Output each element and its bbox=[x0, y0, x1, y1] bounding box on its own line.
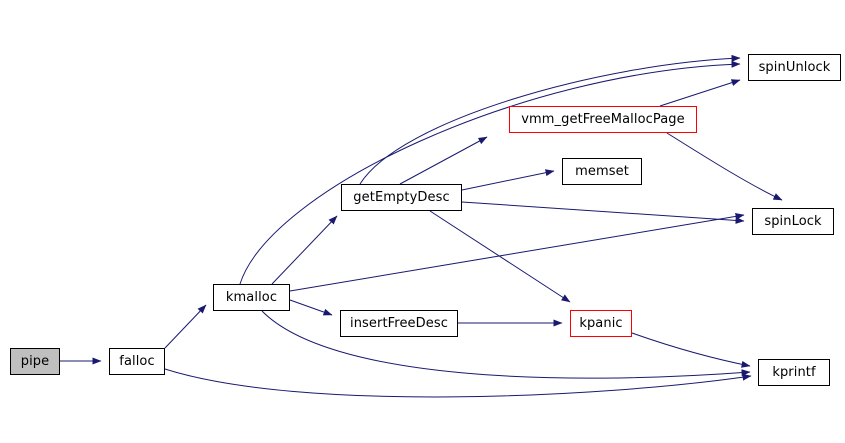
node-label-insertFreeDesc: insertFreeDesc bbox=[350, 316, 448, 331]
node-insertFreeDesc[interactable]: insertFreeDesc bbox=[340, 310, 458, 337]
call-edge-kmalloc-to-insertFreeDesc bbox=[289, 299, 333, 316]
node-label-kprintf: kprintf bbox=[772, 365, 816, 380]
node-label-memset: memset bbox=[575, 164, 629, 179]
call-edge-kpanic-to-kprintf bbox=[631, 332, 751, 368]
node-label-pipe: pipe bbox=[20, 354, 50, 369]
node-label-spinLock: spinLock bbox=[764, 214, 822, 229]
call-edge-kmalloc-to-kprintf bbox=[261, 310, 751, 379]
node-label-kmalloc: kmalloc bbox=[225, 290, 278, 305]
node-label-kpanic: kpanic bbox=[579, 316, 623, 331]
node-spinUnlock[interactable]: spinUnlock bbox=[748, 54, 841, 81]
call-edge-kmalloc-to-spinUnlock bbox=[239, 60, 741, 285]
call-edge-getEmptyDesc-to-spinUnlock bbox=[359, 54, 741, 185]
node-label-falloc: falloc bbox=[119, 354, 155, 369]
node-spinLock[interactable]: spinLock bbox=[752, 208, 834, 235]
call-edge-getEmptyDesc-to-kpanic bbox=[429, 210, 571, 303]
node-kmalloc[interactable]: kmalloc bbox=[213, 284, 290, 311]
node-kprintf[interactable]: kprintf bbox=[758, 359, 830, 386]
call-edge-falloc-to-kprintf bbox=[164, 368, 752, 398]
node-label-getEmptyDesc: getEmptyDesc bbox=[353, 190, 450, 205]
call-edge-vmm_getFreeMallocPage-to-spinLock bbox=[666, 132, 783, 201]
node-label-vmm_getFreeMallocPage: vmm_getFreeMallocPage bbox=[521, 112, 685, 127]
node-vmm_getFreeMallocPage[interactable]: vmm_getFreeMallocPage bbox=[509, 106, 697, 133]
node-pipe[interactable]: pipe bbox=[10, 348, 60, 375]
node-getEmptyDesc[interactable]: getEmptyDesc bbox=[341, 184, 462, 211]
call-edge-kmalloc-to-getEmptyDesc bbox=[271, 215, 338, 285]
call-edge-getEmptyDesc-to-vmm_getFreeMallocPage bbox=[399, 136, 488, 185]
call-edge-getEmptyDesc-to-spinLock bbox=[461, 201, 745, 224]
call-edge-kmalloc-to-spinLock bbox=[289, 212, 745, 292]
node-kpanic[interactable]: kpanic bbox=[570, 310, 632, 337]
call-edge-vmm_getFreeMallocPage-to-spinUnlock bbox=[659, 79, 741, 107]
call-edge-falloc-to-kmalloc bbox=[164, 304, 207, 349]
node-label-spinUnlock: spinUnlock bbox=[758, 60, 831, 75]
call-edge-getEmptyDesc-to-memset bbox=[461, 169, 555, 191]
node-memset[interactable]: memset bbox=[562, 158, 642, 185]
node-falloc[interactable]: falloc bbox=[109, 348, 165, 375]
